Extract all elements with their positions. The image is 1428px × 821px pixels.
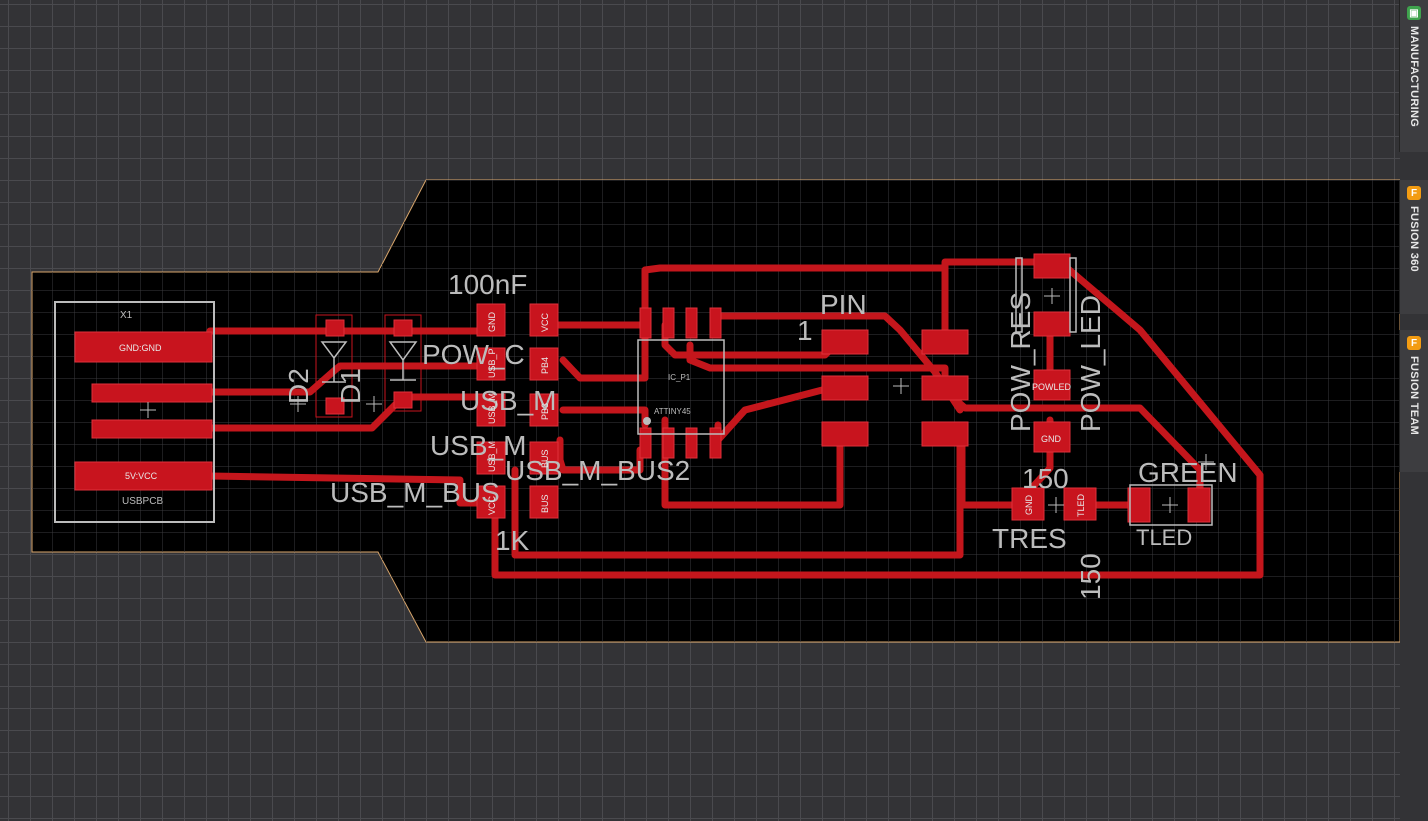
manufacturing-icon: ▣: [1407, 6, 1421, 20]
tres-tled-label: TLED: [1076, 493, 1086, 517]
r2-right-label: PB4: [540, 357, 550, 374]
origin-crosses: [140, 288, 1214, 513]
r4-right-label: BUS: [540, 449, 550, 468]
side-tab-label: FUSION 360: [1408, 206, 1420, 272]
label-usb-m-1: USB_M: [460, 385, 556, 416]
label-usb-m-bus: USB_M_BUS: [330, 477, 500, 508]
r4-left-label: USB_M: [487, 441, 497, 472]
label-usb-m-2: USB_M: [430, 430, 526, 461]
gnd-v-label: GND: [1041, 434, 1062, 444]
pad-labels: GND:GND 5V:VCC X1 USBPCB GND VCC USB_P P…: [119, 310, 1086, 517]
pads: [74, 253, 1211, 523]
label-usb-m-bus2: USB_M_BUS2: [505, 455, 690, 486]
part-labels: 100nF POW_C USB_M USB_M USB_M_BUS USB_M_…: [283, 269, 1238, 600]
ic-value: ATTINY45: [654, 407, 691, 416]
r5-left-label: VCC: [487, 495, 497, 515]
label-pin: PIN: [820, 289, 867, 320]
label-tres: TRES: [992, 523, 1067, 554]
r2-left-label: USB_P: [487, 348, 497, 378]
r3-right-label: PB3: [540, 403, 550, 420]
side-tab-fusion-team[interactable]: F FUSION TEAM: [1399, 330, 1428, 472]
fusion-360-icon: F: [1407, 186, 1421, 200]
label-pow-res: POW_RES: [1005, 292, 1036, 432]
cap-gnd-label: GND: [487, 312, 497, 333]
label-pin-1: 1: [797, 315, 813, 346]
r5-right-label: BUS: [540, 494, 550, 513]
label-green: GREEN: [1138, 457, 1238, 488]
r3-left-label: USB_M: [487, 393, 497, 424]
powled-label: POWLED: [1032, 382, 1072, 392]
tres-gnd-label: GND: [1024, 495, 1034, 516]
label-pow-led: POW_LED: [1075, 295, 1106, 432]
label-100nf: 100nF: [448, 269, 527, 300]
cap-vcc-label: VCC: [540, 312, 550, 332]
side-tab-label: FUSION TEAM: [1408, 356, 1420, 436]
ic-name: IC_P1: [668, 373, 691, 382]
usb-value: USBPCB: [122, 496, 163, 507]
silkscreen: [54, 257, 1213, 526]
label-150: 150: [1022, 463, 1069, 494]
side-tab-manufacturing[interactable]: ▣ MANUFACTURING: [1399, 0, 1428, 152]
usb-name: X1: [120, 310, 133, 321]
label-150-vert: 150: [1075, 553, 1106, 600]
label-tled: TLED: [1136, 525, 1192, 550]
label-d1: D1: [335, 368, 366, 404]
label-1k: 1K: [495, 525, 530, 556]
fusion-team-icon: F: [1407, 336, 1421, 350]
usb-gnd-label: GND:GND: [119, 343, 162, 353]
usb-vcc-label: 5V:VCC: [125, 471, 158, 481]
ic-pin1-marker: [643, 417, 651, 425]
side-tab-label: MANUFACTURING: [1408, 26, 1420, 128]
label-d2: D2: [283, 368, 314, 404]
side-tab-fusion-360[interactable]: F FUSION 360: [1399, 180, 1428, 314]
label-pow-c: POW_C: [422, 339, 525, 370]
